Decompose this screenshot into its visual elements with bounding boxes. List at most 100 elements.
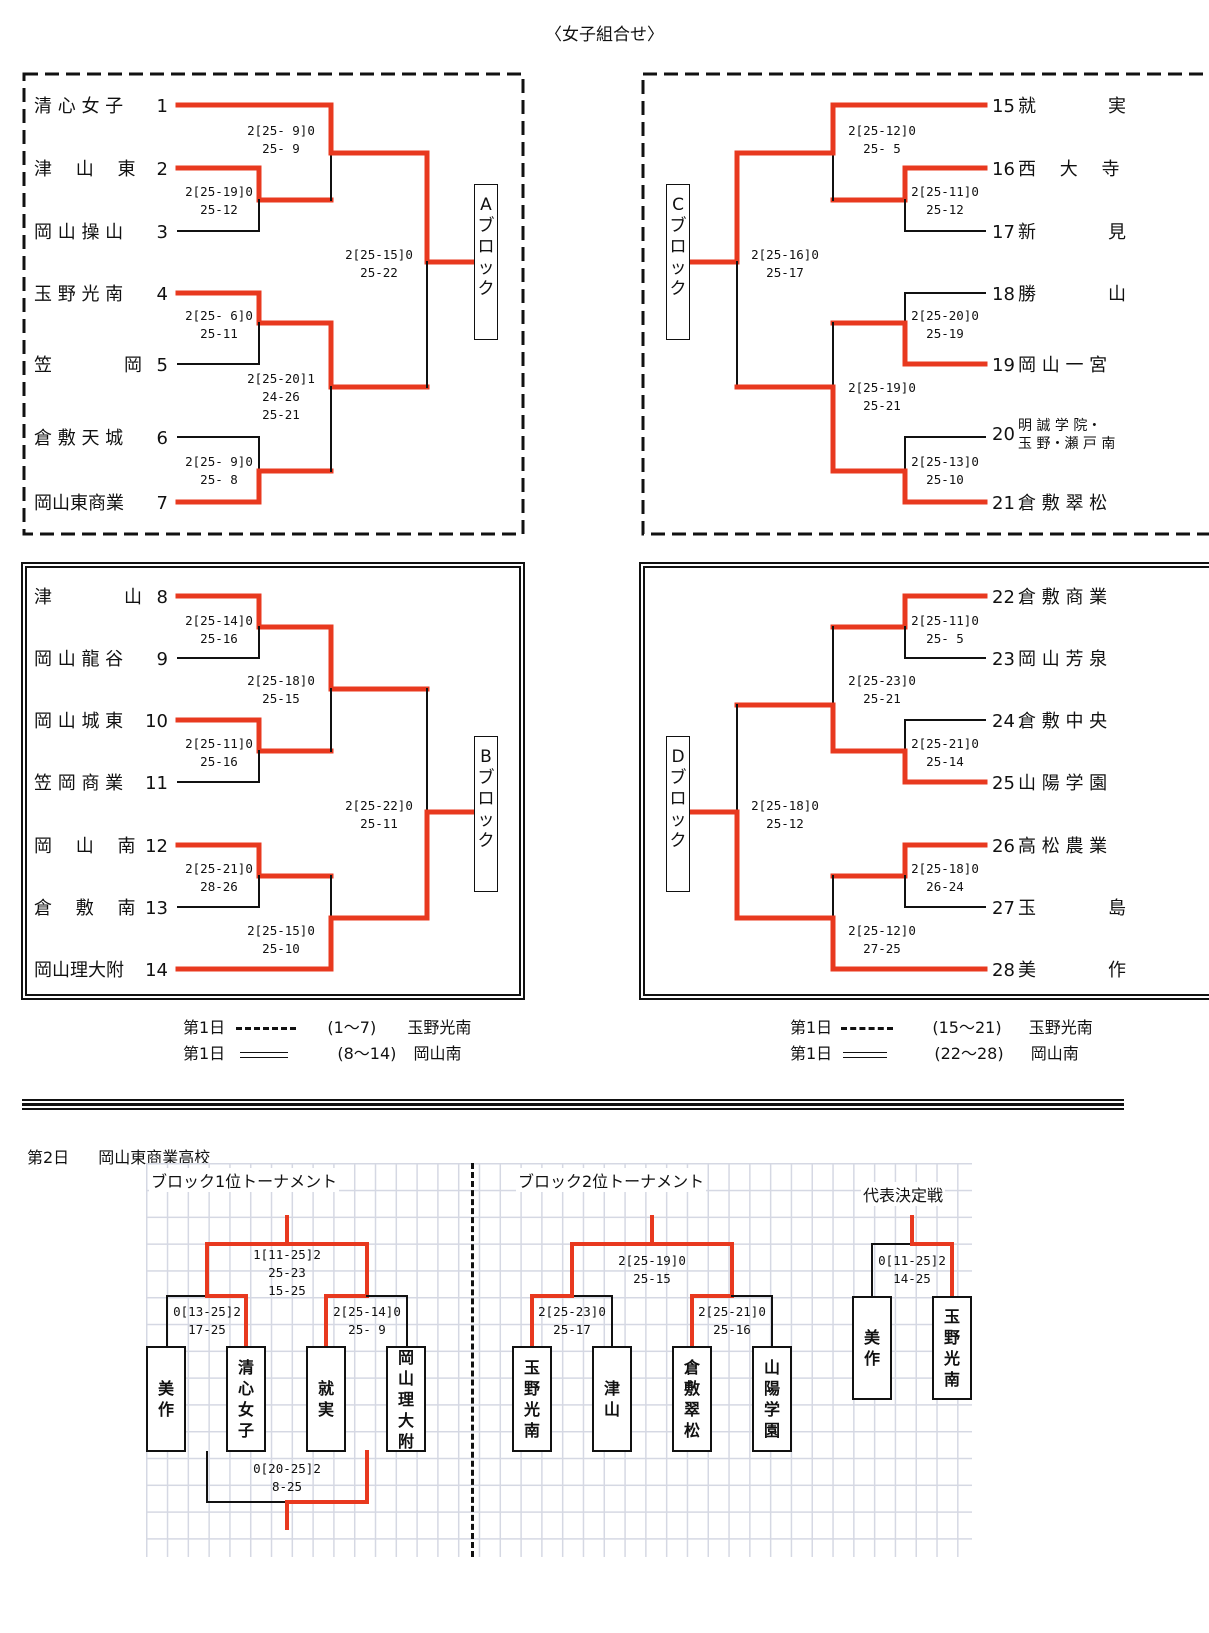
team-number: 18 <box>992 284 1015 305</box>
team-name: 明 誠 学 院・玉 野・瀬 戸 南 <box>1018 417 1130 453</box>
finalist-name-char: 美 <box>863 1328 880 1347</box>
finalist-name-char: 山 <box>763 1358 780 1377</box>
legend-day: 第1日 <box>790 1018 833 1037</box>
finalist-name-char: 翠 <box>683 1400 700 1419</box>
legend-day: 第1日 <box>183 1018 226 1037</box>
finalist-name-char: 就 <box>317 1379 334 1398</box>
match-score: 2[25- 6]0 25-11 <box>185 308 253 341</box>
team-name: 岡 山 操 山 <box>34 222 124 243</box>
team-name: 津 山 東 <box>34 159 136 180</box>
team-name: 倉 敷 南 <box>34 898 136 919</box>
legend-venue: 岡山南 <box>1030 1044 1079 1063</box>
finalist-name-char: 光 <box>523 1400 540 1419</box>
team-number: 15 <box>992 96 1015 117</box>
legend-range: (8～14) <box>337 1044 397 1063</box>
team-name: 玉 島 <box>1018 898 1126 919</box>
finalist-name-char: 野 <box>523 1379 540 1398</box>
team-name: 倉 敷 翠 松 <box>1018 493 1108 514</box>
finalist-name-char: 実 <box>317 1400 334 1419</box>
block-a-frame <box>22 72 525 536</box>
finalist-name-char: 作 <box>157 1400 174 1419</box>
team-name: 岡 山 龍 谷 <box>34 649 124 670</box>
block-b-frame-inner <box>25 566 521 996</box>
team-name: 倉 敷 中 央 <box>1018 711 1108 732</box>
team-number: 2 <box>156 159 168 180</box>
match-score: 2[25-19]0 25-12 <box>185 184 253 217</box>
double-line-sample <box>843 1051 888 1058</box>
representative-title: 代表決定戦 <box>861 1182 946 1206</box>
day2-header: 第2日 岡山東商業高校 <box>27 1144 210 1168</box>
team-name: 津 山 <box>34 587 142 608</box>
team-name: 美 作 <box>1018 960 1126 981</box>
team-name: 倉 敷 商 業 <box>1018 587 1108 608</box>
double-line-sample <box>240 1051 289 1058</box>
finalist-name-char: 津 <box>603 1379 620 1398</box>
team-number: 23 <box>992 649 1015 670</box>
team-number: 28 <box>992 960 1015 981</box>
team-name-line2: 玉 野・瀬 戸 南 <box>1018 436 1116 452</box>
day2-venue: 岡山東商業高校 <box>98 1148 211 1167</box>
finalist-name-char: 敷 <box>683 1379 700 1398</box>
grid-divider <box>471 1163 474 1557</box>
day2-label: 第2日 <box>27 1148 70 1167</box>
team-number: 19 <box>992 355 1015 376</box>
team-name: 笠 岡 <box>34 355 142 376</box>
finalist-name-char: 光 <box>943 1349 960 1368</box>
team-number: 12 <box>145 836 168 857</box>
match-score: 2[25-20]1 24-26 25-21 <box>247 371 315 422</box>
finalist-name-char: 附 <box>397 1431 414 1451</box>
match-score: 2[25-13]0 25-10 <box>911 454 979 487</box>
legend-range: (22～28) <box>934 1044 1004 1063</box>
finalist-box: 清心女子 <box>226 1346 266 1452</box>
match-score: 2[25-18]0 26-24 <box>911 861 979 894</box>
legend-d: 第1日 (22～28) 岡山南 <box>790 1040 1079 1064</box>
match-score: 2[25-19]0 25-21 <box>848 380 916 413</box>
match-score: 2[25-21]0 25-14 <box>911 736 979 769</box>
finalist-box: 津山 <box>592 1346 632 1452</box>
match-score: 2[25-11]0 25-12 <box>911 184 979 217</box>
legend-c: 第1日 (15～21) 玉野光南 <box>790 1014 1093 1038</box>
finalist-name-char: 松 <box>683 1421 700 1440</box>
finalist-box: 美作 <box>146 1346 186 1452</box>
team-number: 5 <box>156 355 168 376</box>
team-number: 17 <box>992 222 1015 243</box>
team-name: 新 見 <box>1018 222 1126 243</box>
block-b-frame <box>21 562 525 1000</box>
team-name: 岡山東商業 <box>34 493 124 514</box>
team-entry: 笠 岡 5 <box>34 351 168 377</box>
day2-grid <box>146 1163 972 1557</box>
finalist-name-char: 倉 <box>683 1358 700 1377</box>
finalist-box: 玉野光南 <box>932 1296 972 1400</box>
team-entry: 津 山 東 2 <box>34 155 168 181</box>
team-name: 笠 岡 商 業 <box>34 773 124 794</box>
match-score: 2[25-12]0 27-25 <box>848 923 916 956</box>
legend-b: 第1日 (8～14) 岡山南 <box>183 1040 462 1064</box>
team-name-line1: 明 誠 学 院・ <box>1018 418 1102 434</box>
finalist-name-char: 山 <box>397 1368 414 1388</box>
match-score: 2[25-18]0 25-12 <box>751 798 819 831</box>
finalist-name-char: 園 <box>763 1421 780 1440</box>
team-name: 岡山理大附 <box>34 960 124 981</box>
team-number: 20 <box>992 424 1015 445</box>
legend-range: (1～7) <box>327 1018 377 1037</box>
match-score: 2[25-12]0 25- 5 <box>848 123 916 156</box>
